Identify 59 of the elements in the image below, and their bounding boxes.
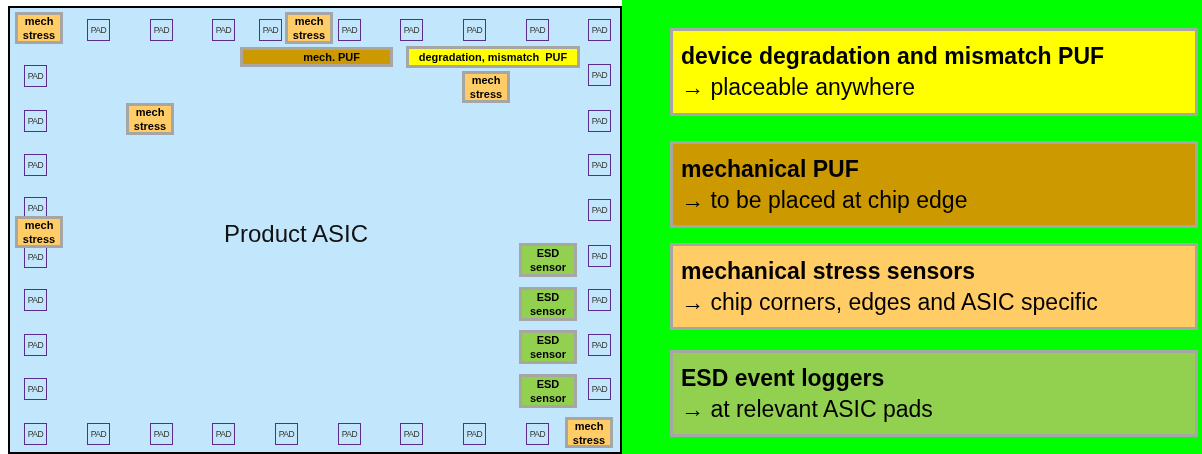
- bond-pad: PAD: [463, 19, 486, 41]
- panel-heading: device degradation and mismatch PUF: [681, 42, 1105, 71]
- legend-panel: [670, 28, 1198, 116]
- bond-pad: PAD: [588, 334, 611, 356]
- bond-pad: PAD: [338, 19, 361, 41]
- panel-heading: mechanical PUF: [681, 154, 859, 184]
- puf-bar: degradation, mismatch PUF: [406, 46, 580, 68]
- legend-panel: [670, 350, 1198, 437]
- bond-pad: PAD: [588, 199, 611, 221]
- bond-pad: PAD: [150, 423, 173, 445]
- bond-pad: PAD: [87, 19, 110, 41]
- esd-sensor-block: ESD sensor: [519, 374, 577, 408]
- puf-bar: mech. PUF: [240, 47, 393, 67]
- bond-pad: PAD: [212, 19, 235, 41]
- bond-pad: PAD: [24, 154, 47, 176]
- stress-sensor-block: mech stress: [565, 417, 613, 448]
- bond-pad: PAD: [150, 19, 173, 41]
- esd-sensor-block: ESD sensor: [519, 243, 577, 277]
- bond-pad: PAD: [400, 19, 423, 41]
- bond-pad: PAD: [24, 110, 47, 132]
- stress-sensor-block: mech stress: [15, 12, 63, 44]
- bond-pad: PAD: [24, 289, 47, 311]
- bond-pad: PAD: [24, 246, 47, 268]
- bond-pad: PAD: [526, 423, 549, 445]
- bond-pad: PAD: [275, 423, 298, 445]
- bond-pad: PAD: [588, 110, 611, 132]
- bond-pad: PAD: [212, 423, 235, 445]
- chip-outline: [8, 6, 622, 454]
- bond-pad: PAD: [588, 19, 611, 41]
- bond-pad: PAD: [24, 65, 47, 87]
- bond-pad: PAD: [87, 423, 110, 445]
- legend-panel: [670, 243, 1198, 330]
- chip-label: Product ASIC: [224, 220, 369, 248]
- panel-text: → placeable anywhere: [681, 73, 915, 102]
- bond-pad: PAD: [24, 423, 47, 445]
- legend-panel: [670, 141, 1198, 228]
- bond-pad: PAD: [463, 423, 486, 445]
- stress-sensor-block: mech stress: [15, 216, 63, 248]
- bond-pad: PAD: [588, 378, 611, 400]
- bond-pad: PAD: [259, 19, 282, 41]
- esd-sensor-block: ESD sensor: [519, 330, 577, 364]
- bond-pad: PAD: [588, 64, 611, 86]
- panel-text: → to be placed at chip edge: [681, 185, 968, 215]
- bond-pad: PAD: [24, 378, 47, 400]
- bond-pad: PAD: [24, 334, 47, 356]
- stress-sensor-block: mech stress: [462, 71, 510, 103]
- panel-text: → at relevant ASIC pads: [681, 394, 933, 424]
- bond-pad: PAD: [338, 423, 361, 445]
- bond-pad: PAD: [588, 245, 611, 267]
- bond-pad: PAD: [588, 289, 611, 311]
- esd-sensor-block: ESD sensor: [519, 287, 577, 321]
- stress-sensor-block: mech stress: [126, 103, 174, 135]
- bond-pad: PAD: [588, 154, 611, 176]
- panel-text: → chip corners, edges and ASIC specific: [681, 287, 1098, 317]
- bond-pad: PAD: [400, 423, 423, 445]
- bond-pad: PAD: [526, 19, 549, 41]
- panel-heading: mechanical stress sensors: [681, 256, 976, 286]
- panel-heading: ESD event loggers: [681, 363, 885, 393]
- stress-sensor-block: mech stress: [285, 12, 333, 44]
